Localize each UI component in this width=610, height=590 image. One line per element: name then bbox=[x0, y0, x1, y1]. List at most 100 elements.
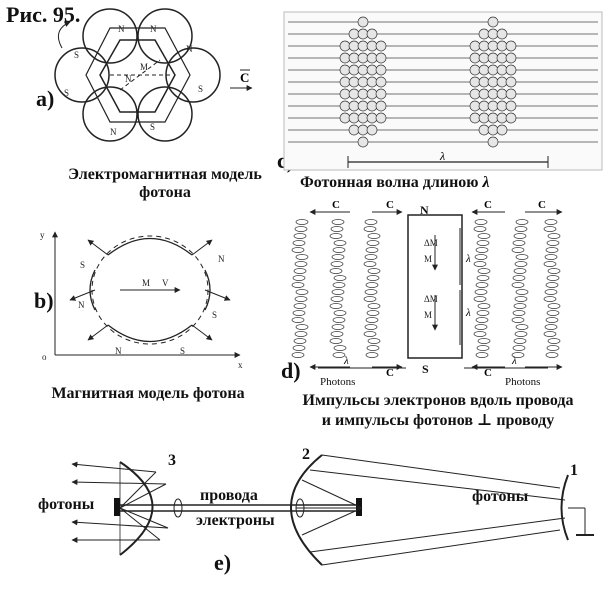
svg-text:o: o bbox=[42, 352, 47, 362]
photon-oval bbox=[333, 275, 347, 281]
photon-oval bbox=[547, 233, 561, 239]
photon-sphere bbox=[505, 52, 517, 64]
photon-oval bbox=[543, 261, 557, 267]
c-label-d-1: C bbox=[332, 199, 340, 211]
photon-sphere bbox=[375, 40, 387, 52]
photon-oval bbox=[364, 219, 378, 225]
photon-oval bbox=[544, 219, 558, 225]
photon-oval bbox=[293, 268, 307, 274]
mirror-3 bbox=[119, 461, 154, 556]
photon-oval bbox=[512, 240, 526, 246]
photon-oval bbox=[547, 338, 561, 344]
photon-sphere bbox=[339, 112, 351, 124]
photon-oval bbox=[474, 219, 488, 225]
photon-oval bbox=[511, 317, 525, 323]
panel-d-north: N bbox=[420, 203, 429, 217]
c-label-d-4: C bbox=[538, 199, 546, 211]
svg-text:y: y bbox=[40, 230, 45, 240]
source-1-number: 1 bbox=[570, 462, 578, 479]
svg-text:M: M bbox=[140, 62, 148, 72]
photon-sphere bbox=[348, 112, 360, 124]
photon-sphere bbox=[469, 112, 481, 124]
photon-oval bbox=[477, 303, 491, 309]
photon-oval bbox=[513, 268, 527, 274]
svg-text:N: N bbox=[186, 44, 193, 54]
photon-oval bbox=[332, 282, 346, 288]
caption-a: Электромагнитная модель фотона bbox=[20, 166, 310, 202]
photon-sphere bbox=[487, 76, 499, 88]
photon-sphere bbox=[496, 52, 508, 64]
photon-sphere bbox=[375, 76, 387, 88]
photon-sphere bbox=[487, 52, 499, 64]
svg-text:N: N bbox=[218, 254, 225, 264]
photon-oval bbox=[367, 233, 381, 239]
photon-oval bbox=[515, 324, 529, 330]
photon-sphere bbox=[487, 136, 499, 148]
photon-sphere bbox=[366, 100, 378, 112]
photon-sphere bbox=[496, 40, 508, 52]
photon-oval bbox=[295, 289, 309, 295]
photon-sphere bbox=[366, 112, 378, 124]
photon-oval bbox=[367, 338, 381, 344]
photon-oval bbox=[544, 254, 558, 260]
photon-sphere bbox=[478, 88, 490, 100]
photon-sphere bbox=[357, 112, 369, 124]
photon-oval bbox=[512, 275, 526, 281]
svg-text:S: S bbox=[180, 346, 185, 356]
photon-oval bbox=[367, 268, 381, 274]
photon-sphere bbox=[357, 76, 369, 88]
photon-sphere bbox=[366, 40, 378, 52]
svg-text:M: M bbox=[424, 254, 432, 264]
photon-sphere bbox=[357, 136, 369, 148]
photon-sphere bbox=[478, 40, 490, 52]
photon-sphere bbox=[339, 100, 351, 112]
photon-sphere bbox=[357, 124, 369, 136]
photon-oval bbox=[512, 345, 526, 351]
photon-oval bbox=[365, 352, 379, 358]
hexagon-core bbox=[99, 39, 176, 113]
photon-sphere bbox=[357, 64, 369, 76]
mirror-3-number: 3 bbox=[168, 452, 176, 469]
photon-oval bbox=[474, 324, 488, 330]
photon-oval bbox=[366, 310, 380, 316]
svg-text:N: N bbox=[115, 346, 122, 356]
mirror-2 bbox=[290, 454, 323, 566]
photon-sphere bbox=[496, 76, 508, 88]
loop-circle-6 bbox=[54, 47, 110, 103]
photon-oval bbox=[292, 240, 306, 246]
photon-sphere bbox=[487, 16, 499, 28]
photon-sphere bbox=[357, 88, 369, 100]
caption-c: Фотонная волна длиною λ bbox=[300, 174, 530, 192]
photon-oval bbox=[363, 261, 377, 267]
photon-sphere bbox=[505, 88, 517, 100]
caption-c-text: Фотонная волна длиною bbox=[300, 174, 479, 191]
photon-sphere bbox=[357, 100, 369, 112]
photon-oval bbox=[333, 240, 347, 246]
photon-sphere bbox=[339, 64, 351, 76]
loop-circle-2 bbox=[137, 8, 193, 64]
photon-oval bbox=[474, 254, 488, 260]
electrons-label: электроны bbox=[196, 512, 275, 529]
photon-oval bbox=[546, 345, 560, 351]
wires-label: провода bbox=[200, 487, 258, 504]
caption-a-line1: Электромагнитная модель bbox=[68, 166, 262, 183]
source-1 bbox=[560, 474, 569, 541]
photon-sphere bbox=[348, 76, 360, 88]
photon-oval bbox=[476, 345, 490, 351]
photon-oval bbox=[294, 296, 308, 302]
photon-oval bbox=[332, 352, 346, 358]
photon-oval bbox=[515, 254, 529, 260]
panel-e-label: e) bbox=[214, 550, 232, 575]
panel-c-diagram: λ bbox=[283, 11, 603, 171]
panel-b-label: b) bbox=[34, 288, 54, 313]
caption-c-lambda: λ bbox=[482, 174, 490, 191]
c-label-d-3: C bbox=[484, 199, 492, 211]
photon-sphere bbox=[348, 40, 360, 52]
photon-oval bbox=[477, 338, 491, 344]
svg-text:M: M bbox=[142, 278, 150, 288]
photon-oval bbox=[365, 247, 379, 253]
photon-sphere bbox=[487, 28, 499, 40]
wire-conductor bbox=[407, 214, 463, 359]
photon-oval bbox=[329, 338, 343, 344]
photon-oval bbox=[545, 317, 559, 323]
